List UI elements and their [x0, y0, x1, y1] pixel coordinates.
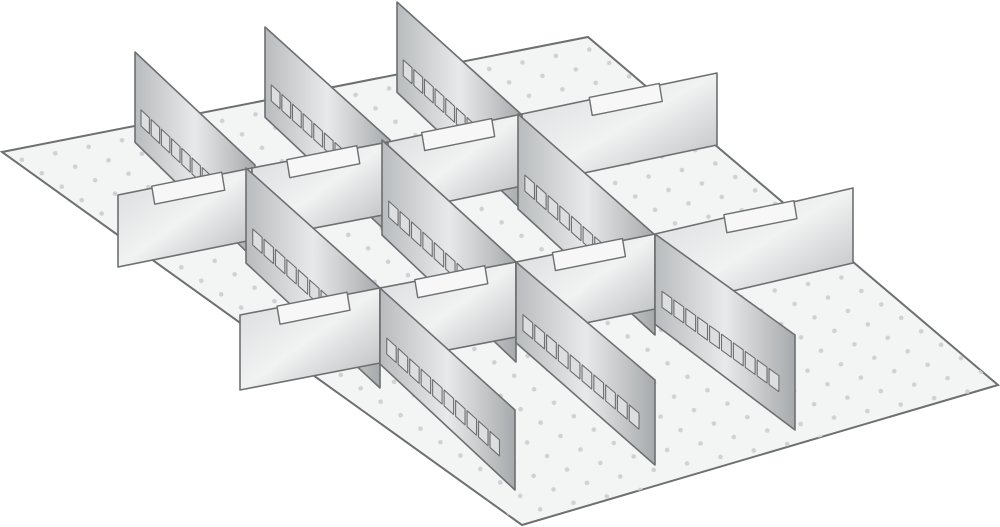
comb-slot — [434, 88, 445, 114]
comb-slot — [732, 342, 744, 367]
label-holder — [421, 117, 496, 152]
label-holder — [414, 265, 489, 299]
comb-slot — [409, 358, 420, 384]
comb-slot — [709, 325, 720, 350]
comb-slot — [150, 118, 161, 144]
comb-slot — [628, 404, 640, 430]
label-holder — [286, 144, 361, 179]
comb-slot — [593, 374, 605, 400]
comb-slot — [140, 109, 150, 135]
longitudinal-divider — [654, 233, 796, 431]
comb-slot — [445, 97, 456, 123]
comb-slot — [402, 59, 413, 85]
comb-slot — [616, 394, 628, 420]
comb-slot — [423, 78, 434, 104]
comb-slot — [756, 359, 768, 384]
comb-slot — [313, 122, 324, 148]
comb-slot — [466, 410, 478, 436]
comb-slot — [744, 350, 756, 376]
comb-slot — [477, 420, 489, 447]
comb-slot — [685, 307, 697, 333]
comb-slot — [281, 93, 292, 119]
comb-slot — [291, 103, 302, 129]
comb-slot — [534, 324, 546, 350]
comb-slot — [433, 242, 445, 268]
comb-slot — [432, 379, 443, 405]
comb-slot — [399, 210, 411, 237]
comb-slot — [386, 337, 397, 364]
label-holder — [276, 291, 351, 325]
comb-slot — [535, 184, 547, 211]
comb-slot — [547, 195, 559, 221]
comb-slot — [559, 205, 570, 231]
comb-slot — [274, 248, 286, 275]
comb-slot — [581, 364, 593, 390]
comb-slot — [420, 368, 432, 395]
comb-slot — [546, 334, 557, 360]
comb-slot — [270, 84, 281, 110]
label-holder — [723, 199, 798, 234]
comb-slot — [160, 128, 171, 154]
comb-slot — [286, 259, 297, 285]
comb-slot — [181, 147, 191, 173]
comb-slot — [388, 200, 399, 227]
label-holder — [551, 237, 627, 272]
longitudinal-divider — [515, 261, 656, 466]
label-holder — [150, 171, 226, 205]
comb-slot — [263, 238, 275, 265]
comb-slot — [171, 138, 181, 164]
comb-slot — [524, 174, 535, 201]
comb-slot — [768, 368, 780, 393]
comb-slot — [455, 399, 466, 426]
comb-slot — [720, 333, 732, 358]
comb-slot — [570, 215, 582, 242]
comb-slot — [413, 68, 424, 94]
comb-slot — [557, 344, 569, 370]
comb-slot — [522, 314, 534, 340]
comb-slot — [569, 354, 581, 380]
comb-slot — [422, 231, 433, 258]
comb-slot — [661, 290, 673, 315]
dividers — [117, 1, 854, 491]
comb-slot — [443, 389, 455, 416]
comb-slot — [397, 347, 409, 374]
comb-slot — [489, 430, 501, 457]
comb-slot — [410, 221, 422, 247]
comb-slot — [605, 384, 616, 410]
comb-slot — [697, 316, 709, 341]
comb-slot — [252, 228, 263, 254]
comb-slot — [297, 269, 309, 295]
comb-slot — [673, 299, 685, 324]
comb-slot — [302, 113, 313, 139]
label-holder — [588, 82, 663, 117]
